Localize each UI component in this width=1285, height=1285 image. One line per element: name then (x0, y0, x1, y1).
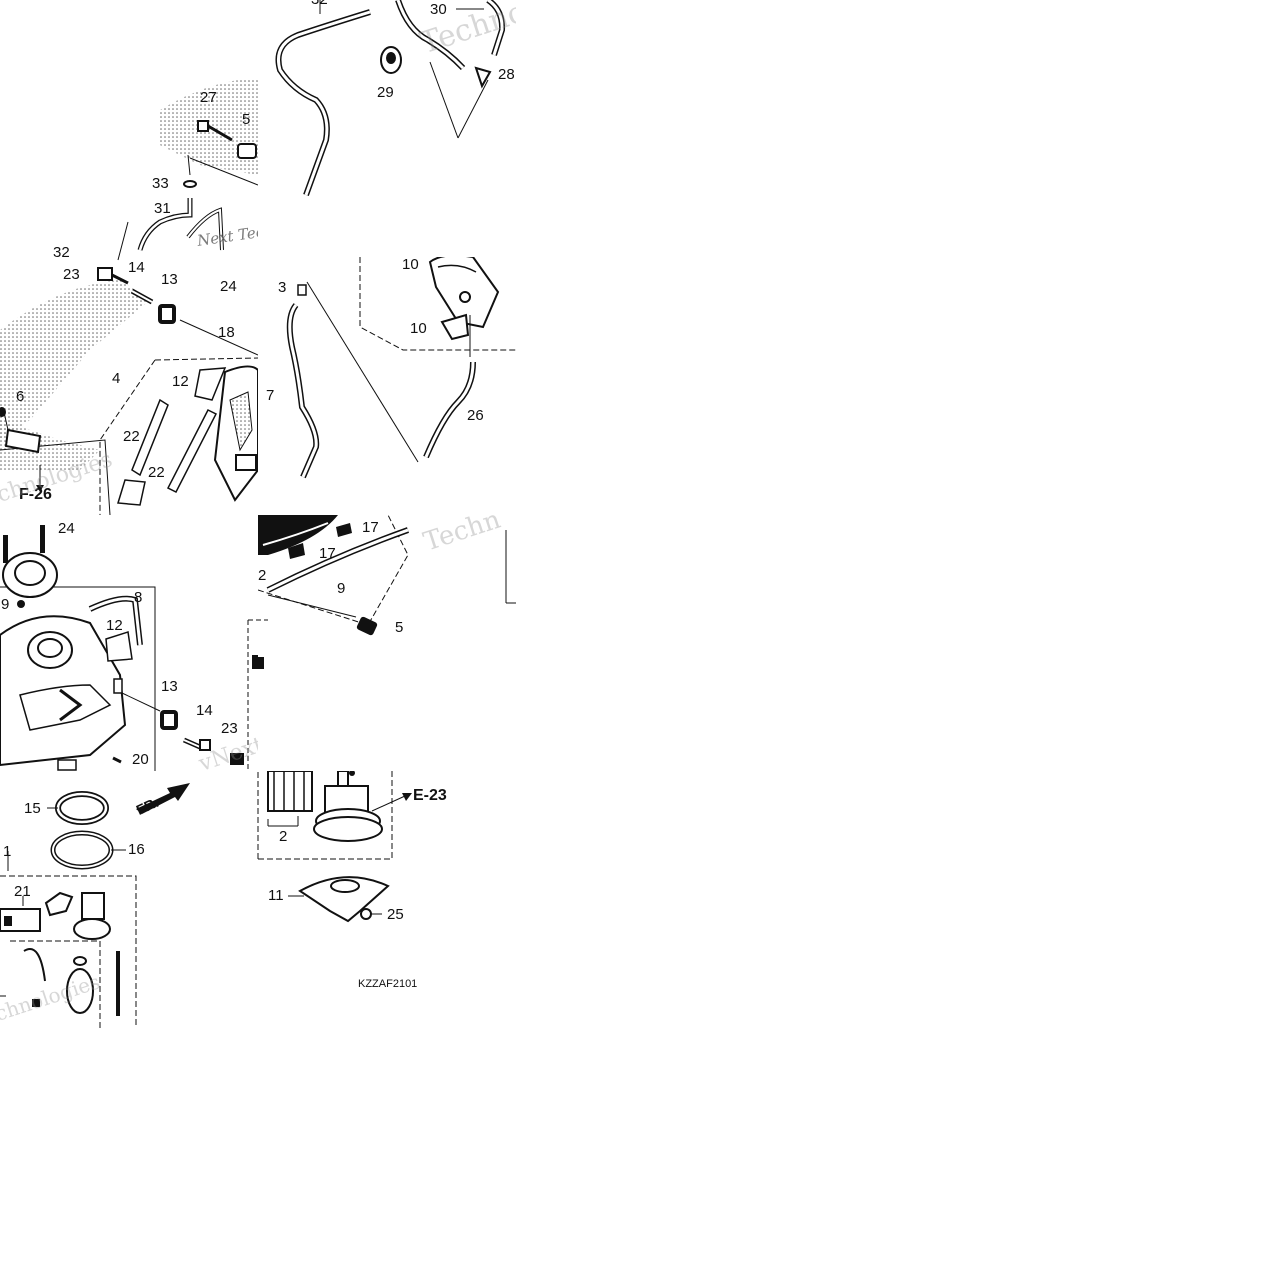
callout-3: 3 (278, 279, 287, 296)
callout-20: 20 (132, 751, 149, 768)
tank-mount-drawing (0, 78, 258, 515)
callout-25: 25 (387, 906, 404, 923)
hoses-drawing (258, 0, 516, 257)
callout-12-mid: 12 (106, 617, 123, 634)
callout-33: 33 (152, 175, 169, 192)
callout-4: 4 (112, 370, 121, 387)
callout-8: 8 (134, 589, 143, 606)
drain-hoses-drawing (258, 257, 516, 515)
callout-17-b: 17 (319, 545, 336, 562)
callout-27: 27 (200, 89, 217, 106)
callout-5-top: 5 (242, 111, 251, 128)
callout-1: 1 (3, 843, 12, 860)
callout-23-top: 23 (63, 266, 80, 283)
callout-14-top: 14 (128, 259, 145, 276)
callout-9-left: 9 (1, 596, 10, 613)
callout-29: 29 (377, 84, 394, 101)
callout-6: 6 (16, 388, 25, 405)
tank-top-right-drawing (258, 515, 516, 669)
tile-tank-body: 24 9 8 12 13 14 23 20 vNext (0, 515, 258, 771)
callout-28: 28 (498, 66, 515, 83)
callout-22-b: 22 (148, 464, 165, 481)
callout-7: 7 (266, 387, 275, 404)
callout-24-top: 24 (220, 278, 237, 295)
callout-13-top: 13 (161, 271, 178, 288)
callout-22-a: 22 (123, 428, 140, 445)
tank-body-drawing (0, 525, 258, 771)
callout-16: 16 (128, 841, 145, 858)
tile-drain-hoses: 10 3 10 7 26 (258, 257, 516, 515)
callout-14-mid: 14 (196, 702, 213, 719)
callout-11: 11 (268, 887, 284, 904)
callout-10-bottom: 10 (410, 320, 427, 337)
diagram-code: KZZAF2101 (358, 978, 418, 990)
tile-top-hoses: 32 30 28 29 Techno (258, 0, 516, 257)
ref-e23: E-23 (413, 787, 447, 804)
ref-f26: F-26 (19, 486, 52, 503)
callout-30: 30 (430, 1, 447, 18)
callout-23-mid: 23 (221, 720, 238, 737)
callout-31: 31 (154, 200, 171, 217)
fuel-pump-drawing (0, 771, 412, 1028)
callout-32-left: 32 (53, 244, 70, 261)
tile-tank-top-right: 17 17 9 5 2 Techn (258, 515, 516, 771)
callout-24-mid: 24 (58, 520, 75, 537)
callout-13-mid: 13 (161, 678, 178, 695)
callout-15: 15 (24, 800, 41, 817)
callout-26: 26 (467, 407, 484, 424)
callout-2-top: 2 (258, 567, 267, 584)
tile-tank-mount: 27 5 33 31 32 23 14 13 24 18 4 12 6 22 2… (0, 0, 258, 515)
callout-17-a: 17 (362, 519, 379, 536)
callout-10-top: 10 (402, 257, 419, 273)
tile-fuel-pump: 15 16 1 21 FR. E-23 2 11 25 KZZAF2101 ch… (0, 771, 516, 1028)
callout-9-right: 9 (337, 580, 346, 597)
callout-5-mid: 5 (395, 619, 404, 636)
callout-2-bottom: 2 (279, 828, 288, 845)
callout-12-top: 12 (172, 373, 189, 390)
callout-32-top: 32 (311, 0, 328, 7)
callout-21: 21 (14, 883, 31, 900)
callout-18: 18 (218, 324, 235, 341)
